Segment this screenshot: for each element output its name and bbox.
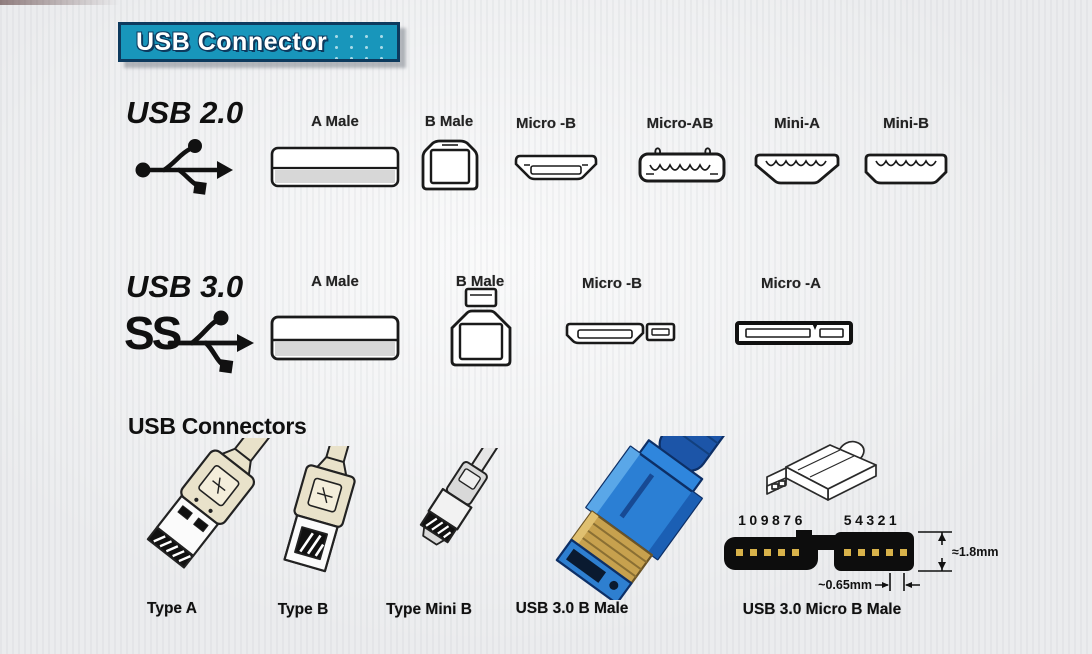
pitch-dimension-lines — [875, 573, 920, 591]
usb3-micro-a-connector — [735, 321, 853, 345]
usb3-b-male-label: B Male — [455, 273, 505, 290]
usb3-micro-b-male-photo-label: USB 3.0 Micro B Male — [742, 601, 902, 618]
gallery-heading: USB Connectors — [128, 413, 307, 439]
usb2-micro-b-connector — [514, 154, 598, 181]
page-title: USB Connector — [136, 27, 328, 56]
usb2-mini-a-label: Mini-A — [774, 115, 820, 132]
type-mini-b-connector-illustration — [419, 448, 510, 546]
type-a-label: Type A — [147, 600, 197, 617]
pin-numbers-left: 109876 — [738, 512, 806, 528]
usb2-mini-b-connector — [864, 153, 948, 185]
usb2-b-male-label: B Male — [424, 113, 474, 130]
usb3-title: USB 3.0 — [126, 269, 244, 304]
pin-numbers-right: 54321 — [844, 512, 900, 528]
usb2-mini-b-label: Mini-B — [883, 115, 929, 132]
height-dimension-lines — [918, 531, 952, 572]
type-b-label: Type B — [277, 601, 329, 618]
usb2-micro-ab-connector — [638, 147, 726, 183]
connector-pins — [736, 549, 907, 556]
usb3-b-male-photo-label: USB 3.0 B Male — [515, 600, 629, 617]
banner-dots-decoration — [329, 31, 387, 59]
usb3-micro-b-pin-diagram: 109876 54321 ≈1.8mm ~0.65mm — [724, 512, 998, 592]
usb2-title: USB 2.0 — [126, 95, 244, 130]
usb3-micro-b-lineart — [766, 440, 877, 501]
type-b-connector-illustration — [283, 446, 363, 573]
usb3-a-male-label: A Male — [311, 273, 359, 290]
usb2-micro-ab-label: Micro-AB — [646, 115, 714, 132]
type-mini-b-label: Type Mini B — [386, 601, 472, 618]
usb2-trident-icon — [135, 139, 233, 195]
pitch-dimension-text: ~0.65mm — [818, 578, 872, 592]
usb3-b-male-connector — [450, 287, 512, 367]
title-banner: USB Connector — [118, 22, 400, 62]
usb3-micro-b-label: Micro -B — [582, 275, 642, 292]
usb2-a-male-label: A Male — [311, 113, 359, 130]
usb2-micro-b-label: Micro -B — [516, 115, 576, 132]
usb3-ss-mark: SS — [124, 307, 182, 359]
usb3-trident-icon — [167, 310, 254, 374]
scan-edge-artifact — [0, 0, 120, 5]
usb3-micro-a-label: Micro -A — [761, 275, 821, 292]
height-dimension-text: ≈1.8mm — [952, 545, 998, 559]
usb3-a-male-connector — [270, 315, 400, 361]
usb2-b-male-connector — [421, 139, 479, 191]
usb2-mini-a-connector — [754, 153, 840, 185]
usb3-b-male-connector-illustration — [555, 436, 733, 600]
usb2-a-male-connector — [270, 146, 400, 188]
usb3-micro-b-connector — [565, 322, 676, 345]
type-a-connector-illustration — [146, 438, 294, 569]
